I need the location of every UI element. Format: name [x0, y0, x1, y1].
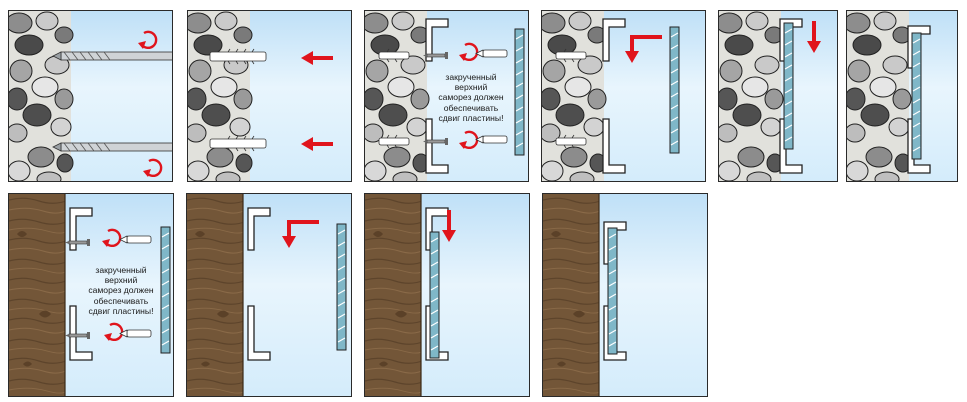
screw-icon [64, 238, 91, 247]
bracket-icon [247, 207, 271, 251]
step-1-drill-stone [8, 10, 173, 182]
step-3-screws-stone: закрученный верхний саморез должен обесп… [364, 10, 529, 182]
step-7-screws-wood: закрученный верхний саморез должен обесп… [8, 193, 174, 397]
bracket-icon [247, 305, 271, 361]
strip-plate [911, 32, 922, 160]
bracket-icon [602, 18, 626, 62]
step-4-plate-approach-stone [541, 10, 706, 182]
corner-arrow-icon [282, 220, 319, 248]
dowel-icon [475, 49, 508, 58]
note-line: верхний [104, 275, 138, 286]
note-line: закрученный [445, 72, 497, 82]
rotate-arrow-icon [457, 130, 479, 151]
wood-final-diagram [543, 194, 627, 396]
dowel-icon [119, 329, 152, 338]
dowel-diagram [188, 11, 333, 181]
slide-diagram [719, 11, 821, 181]
note-line: верхний [454, 82, 488, 93]
note-line: закрученный [95, 265, 147, 275]
strip-plate [783, 22, 794, 150]
note-line: саморез должен [88, 285, 154, 296]
push-arrow-icon [301, 137, 333, 151]
screw-icon [64, 331, 91, 340]
rotate-arrow-icon [136, 30, 158, 51]
final-diagram [847, 11, 931, 181]
step-9-slide-down-wood [364, 193, 530, 397]
strip-plate [336, 223, 347, 351]
step-2-insert-dowels [187, 10, 352, 182]
push-arrow-icon [301, 51, 333, 65]
drill-diagram [9, 11, 172, 181]
note-line: обеспечивать [93, 295, 149, 306]
rotate-arrow-icon [100, 228, 122, 249]
bracket-icon [602, 118, 626, 174]
note-line: саморез должен [438, 92, 504, 103]
dowel-icon [475, 135, 508, 144]
strip-plate [607, 227, 618, 355]
down-arrow-icon [807, 21, 821, 53]
dowel-icon [209, 48, 267, 65]
step-10-final-wood [542, 193, 708, 397]
step-6-final-stone [846, 10, 958, 182]
drill-bit-icon [52, 142, 172, 152]
step-5-slide-down-stone [718, 10, 838, 182]
strip-plate [669, 26, 680, 154]
rotate-arrow-icon [102, 322, 124, 343]
wood-slide-diagram [365, 194, 456, 396]
plate-diagram [542, 11, 680, 181]
bracket-icon [425, 118, 449, 174]
note-line: сдвиг пластины! [88, 305, 154, 316]
wood-plate-diagram [187, 194, 347, 396]
note-line: сдвиг пластины! [438, 112, 504, 123]
corner-arrow-icon [625, 35, 662, 63]
strip-plate [429, 231, 440, 359]
warning-note: закрученный верхний саморез должен обесп… [75, 265, 167, 316]
drill-bit-icon [52, 51, 172, 61]
note-line: обеспечивать [443, 102, 499, 113]
dowel-icon [209, 135, 267, 152]
rotate-arrow-icon [141, 158, 163, 179]
dowel-icon [119, 235, 152, 244]
rotate-arrow-icon [457, 42, 479, 63]
step-8-plate-approach-wood [186, 193, 352, 397]
warning-note: закрученный верхний саморез должен обесп… [425, 72, 517, 123]
